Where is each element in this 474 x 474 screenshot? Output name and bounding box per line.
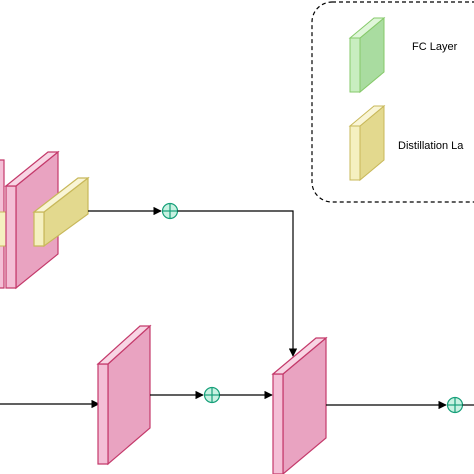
conv-lower-top <box>96 325 152 365</box>
conv-block-final <box>271 336 328 474</box>
distill-block-upper <box>32 176 90 248</box>
legend-box <box>311 1 474 203</box>
conv-upper-front <box>5 185 17 289</box>
conv-final-top <box>271 337 328 375</box>
distill-back-front <box>0 211 7 247</box>
conv-upper-top <box>4 151 60 187</box>
legend-distill-front <box>349 125 361 181</box>
add-node-upper-icon <box>161 202 179 220</box>
legend-fc-top <box>348 17 386 39</box>
distill-upper-top <box>32 177 90 213</box>
conv-final-side <box>282 336 327 474</box>
add-node-output-icon <box>446 396 464 414</box>
distill-upper-front <box>33 211 45 247</box>
legend-fc-front <box>349 37 361 93</box>
conv-lower-side <box>107 324 151 466</box>
legend-fc-label: FC Layer <box>412 41 458 53</box>
legend-distillation-layer-block <box>348 104 386 182</box>
legend-fc-layer-block <box>348 16 386 94</box>
add-node-lower-icon <box>203 386 221 404</box>
conv-lower-front <box>97 363 109 465</box>
legend-distillation-label: Distillation La <box>398 140 464 152</box>
distill-block-upper-back <box>0 211 7 247</box>
legend-distill-top <box>348 105 386 127</box>
conv-final-front <box>272 373 284 474</box>
connector-upper-add-to-final-block <box>177 210 298 357</box>
conv-block-lower <box>96 324 152 466</box>
